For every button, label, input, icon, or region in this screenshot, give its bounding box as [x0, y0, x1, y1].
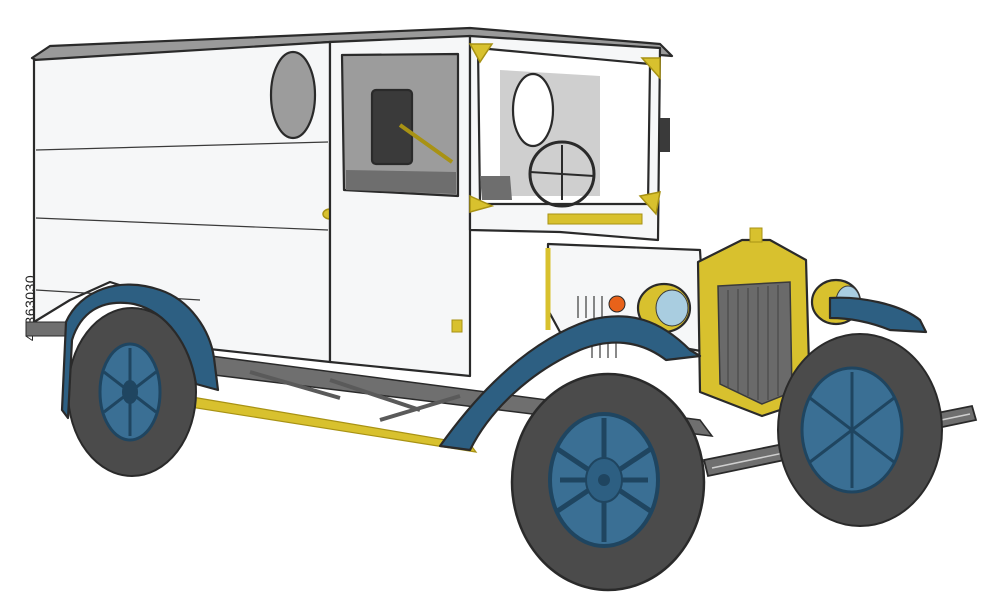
right-front-fender — [828, 296, 928, 334]
grille-slats — [727, 285, 779, 400]
radiator-grille — [717, 281, 793, 405]
left-headlamp-lens — [655, 289, 689, 327]
seat — [480, 176, 512, 200]
door-hinge-lower — [451, 319, 463, 333]
steering-wheel — [528, 140, 596, 208]
side-mirror — [370, 88, 414, 166]
far-front-wheel — [777, 333, 943, 527]
chassis-struts — [249, 370, 461, 422]
rear-cab-oval-window — [511, 72, 555, 148]
front-wheel — [510, 372, 706, 592]
rear-wheel — [67, 307, 197, 477]
windshield-brackets — [468, 43, 661, 216]
windshield-wiper — [660, 118, 670, 152]
indicator-lamp — [608, 295, 626, 313]
cowl-vent — [547, 213, 643, 225]
rear-fender — [60, 283, 220, 420]
door-window-sill — [346, 170, 456, 194]
front-fender — [438, 315, 702, 452]
rear-bumper — [25, 321, 67, 337]
cargo-oval-window — [269, 50, 317, 140]
mirror-arm — [398, 123, 454, 164]
radiator-cap — [749, 227, 763, 243]
